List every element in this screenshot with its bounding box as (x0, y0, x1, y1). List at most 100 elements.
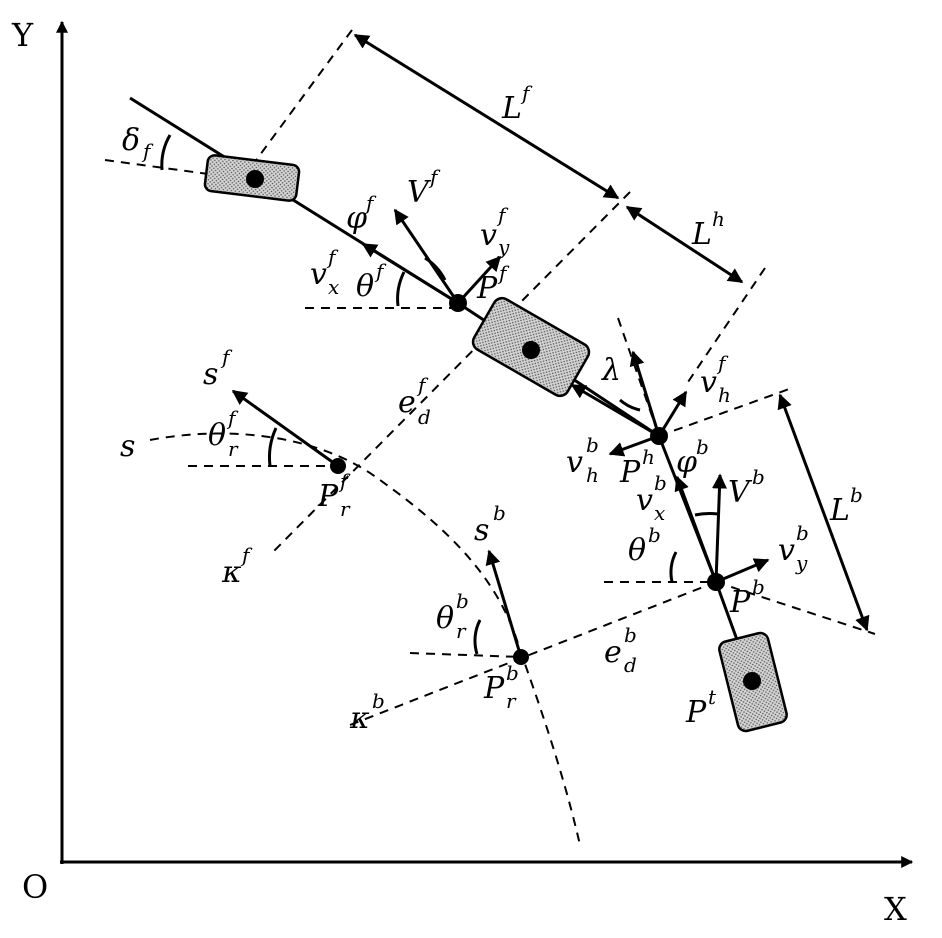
svg-text:r: r (228, 437, 239, 461)
svg-text:b: b (493, 501, 506, 525)
svg-text:f: f (520, 81, 533, 105)
svg-text:P: P (483, 671, 505, 706)
svg-text:r: r (456, 619, 467, 643)
label-phi-f: φf (346, 191, 377, 236)
svg-text:e: e (604, 635, 622, 670)
svg-text:s: s (120, 429, 135, 464)
svg-text:f: f (496, 203, 509, 227)
svg-text:f: f (364, 191, 377, 215)
svg-text:b: b (850, 483, 863, 507)
svg-text:b: b (796, 521, 809, 545)
label-phi-b: φb (676, 435, 709, 480)
svg-text:v: v (480, 218, 497, 253)
svg-text:κ: κ (349, 701, 370, 736)
svg-text:d: d (624, 653, 637, 677)
svg-text:θ: θ (628, 533, 646, 568)
svg-text:b: b (586, 433, 599, 457)
svg-text:b: b (456, 589, 469, 613)
svg-text:r: r (506, 689, 517, 713)
angle-arcs (160, 134, 719, 655)
svg-text:h: h (586, 463, 599, 487)
svg-text:L: L (691, 217, 712, 252)
svg-text:f: f (220, 345, 233, 369)
svg-text:L: L (829, 493, 850, 528)
label-s: s (120, 429, 135, 464)
svg-text:b: b (752, 575, 765, 599)
svg-text:b: b (372, 689, 385, 713)
svg-text:b: b (696, 435, 709, 459)
svg-text:f: f (326, 245, 339, 269)
velocity-arrows (231, 208, 770, 658)
label-lambda: λ (601, 353, 621, 388)
svg-text:P: P (476, 271, 498, 306)
svg-text:h: h (642, 445, 655, 469)
coordinate-axes (56, 20, 914, 868)
svg-text:V: V (407, 175, 432, 210)
svg-text:v: v (700, 365, 717, 400)
svg-text:v: v (778, 533, 795, 568)
svg-text:r: r (340, 497, 351, 521)
svg-text:P: P (729, 585, 751, 620)
svg-text:b: b (506, 661, 519, 685)
svg-text:V: V (728, 475, 753, 510)
svg-text:b: b (654, 471, 667, 495)
svg-text:v: v (310, 257, 327, 292)
svg-text:e: e (398, 385, 416, 420)
y-axis-label: Y (11, 16, 34, 54)
svg-text:f: f (141, 139, 154, 163)
svg-text:t: t (708, 685, 717, 709)
svg-text:P: P (317, 479, 339, 514)
svg-text:θ: θ (208, 418, 226, 453)
svg-text:f: f (240, 543, 253, 567)
label-vh-f: vfh (700, 351, 731, 407)
svg-text:f: f (497, 261, 510, 285)
svg-text:f: f (416, 373, 429, 397)
svg-text:L: L (501, 91, 522, 126)
reference-path-curve (149, 432, 581, 846)
svg-text:s: s (203, 357, 218, 392)
x-axis-label: X (884, 890, 907, 928)
svg-text:b: b (648, 523, 661, 547)
svg-text:κ: κ (221, 555, 242, 590)
label-vy-f: vfy (480, 203, 510, 259)
svg-text:δ: δ (122, 123, 140, 158)
svg-text:b: b (752, 465, 765, 489)
svg-text:v: v (566, 445, 583, 480)
construction-lines (104, 29, 876, 726)
svg-text:h: h (712, 207, 725, 231)
svg-text:φ: φ (676, 445, 697, 480)
svg-text:θ: θ (356, 269, 374, 304)
svg-text:P: P (619, 455, 641, 490)
svg-text:f: f (374, 259, 387, 283)
svg-text:y: y (497, 235, 510, 259)
origin-label: O (22, 868, 48, 906)
svg-text:v: v (636, 483, 653, 518)
svg-text:b: b (624, 623, 637, 647)
svg-text:P: P (685, 695, 707, 730)
svg-text:h: h (718, 383, 731, 407)
svg-text:φ: φ (346, 201, 367, 236)
svg-text:f: f (428, 165, 441, 189)
svg-text:d: d (418, 405, 431, 429)
svg-text:x: x (654, 501, 665, 525)
svg-text:λ: λ (601, 353, 621, 388)
svg-text:f: f (226, 406, 239, 430)
